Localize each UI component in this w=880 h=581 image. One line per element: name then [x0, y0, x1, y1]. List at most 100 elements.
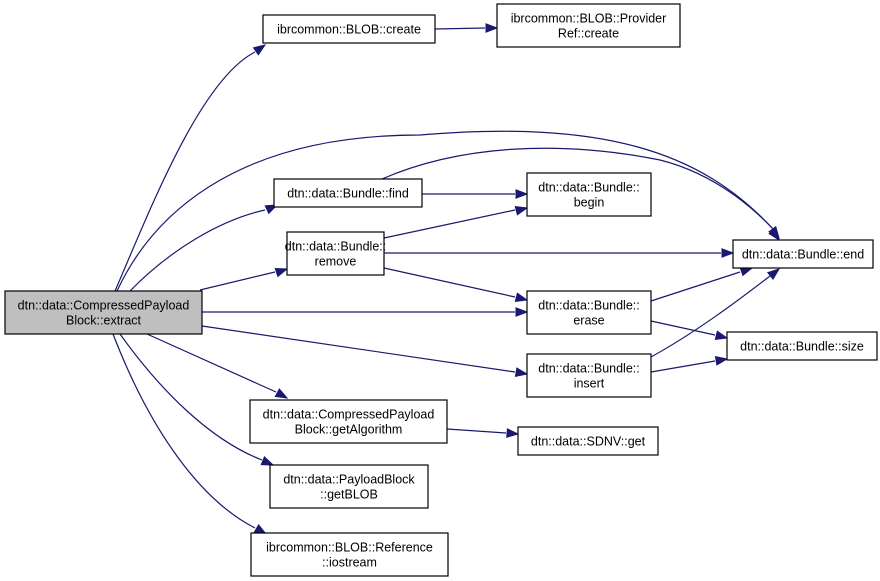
edge-getAlgorithm-to-sdnv_get — [446, 428, 520, 438]
node-label: dtn::data::CompressedPayload — [263, 408, 435, 422]
node-box[interactable] — [726, 331, 878, 361]
edge-line — [201, 325, 516, 373]
node-label: dtn::data::Bundle::size — [740, 340, 864, 354]
node-size[interactable]: dtn::data::Bundle::size — [726, 331, 878, 361]
edge-line — [112, 333, 256, 529]
node-box[interactable] — [286, 231, 385, 276]
edge-line — [650, 320, 716, 336]
node-label: dtn::data::Bundle::find — [287, 187, 409, 201]
arrowhead-icon — [274, 267, 289, 278]
node-label: ::getBLOB — [320, 488, 378, 502]
node-label: begin — [574, 196, 605, 210]
node-box[interactable] — [262, 14, 436, 44]
edge-remove-to-end — [384, 248, 735, 258]
node-box[interactable] — [526, 172, 652, 217]
node-label: ibrcommon::BLOB::Provider — [511, 12, 667, 26]
node-iostream[interactable]: ibrcommon::BLOB::Reference::iostream — [250, 532, 449, 577]
nodes-layer: dtn::data::CompressedPayloadBlock::extra… — [4, 3, 878, 577]
edge-line — [650, 271, 741, 302]
node-label: dtn::data::PayloadBlock — [283, 473, 415, 487]
edge-line — [114, 51, 256, 292]
node-getAlgorithm[interactable]: dtn::data::CompressedPayloadBlock::getAl… — [249, 399, 448, 444]
node-box[interactable] — [249, 399, 448, 444]
node-label: Ref::create — [558, 27, 619, 41]
edge-insert-to-size — [650, 356, 729, 373]
arrowhead-icon — [252, 44, 267, 56]
arrowhead-icon — [515, 307, 529, 317]
edge-line — [383, 209, 516, 239]
edge-extract-to-remove — [199, 267, 289, 291]
arrowhead-icon — [721, 248, 735, 258]
node-getBLOB[interactable]: dtn::data::PayloadBlock::getBLOB — [269, 464, 429, 509]
node-label: dtn::data::Bundle::end — [742, 248, 864, 262]
node-label: dtn::data::Bundle:: — [538, 181, 639, 195]
edge-line — [119, 333, 263, 461]
node-box[interactable] — [526, 353, 652, 398]
edge-line — [650, 360, 716, 373]
edge-line — [146, 333, 277, 393]
arrowhead-icon — [485, 23, 499, 33]
edges-layer — [112, 23, 781, 535]
edge-line — [199, 271, 276, 291]
edge-line — [434, 27, 486, 30]
edge-remove-to-erase — [383, 267, 529, 302]
node-box[interactable] — [526, 290, 652, 335]
node-label: Block::extract — [66, 314, 142, 328]
node-label: dtn::data::SDNV::get — [531, 435, 646, 449]
edge-extract-to-insert — [201, 325, 529, 377]
arrowhead-icon — [506, 428, 520, 438]
node-label: dtn::data::Bundle:: — [538, 362, 639, 376]
node-label: ::iostream — [322, 556, 377, 570]
node-label: dtn::data::CompressedPayload — [18, 299, 190, 313]
node-remove[interactable]: dtn::data::Bundle::remove — [285, 231, 386, 276]
node-erase[interactable]: dtn::data::Bundle::erase — [526, 290, 652, 335]
edge-extract-to-getBLOB — [119, 333, 275, 466]
arrowhead-icon — [514, 292, 529, 302]
edge-line — [129, 209, 266, 292]
edge-line — [116, 130, 773, 292]
edge-line — [381, 147, 776, 232]
arrowhead-icon — [260, 456, 275, 466]
node-box[interactable] — [4, 290, 203, 335]
arrowhead-icon — [514, 206, 529, 216]
node-label: ibrcommon::BLOB::create — [277, 23, 421, 37]
node-label: ibrcommon::BLOB::Reference — [266, 541, 433, 555]
node-label: erase — [573, 314, 604, 328]
node-box[interactable] — [273, 178, 423, 208]
arrowhead-icon — [766, 268, 781, 281]
node-find[interactable]: dtn::data::Bundle::find — [273, 178, 423, 208]
node-end[interactable]: dtn::data::Bundle::end — [732, 239, 874, 269]
arrowhead-icon — [514, 367, 529, 377]
node-label: remove — [315, 255, 357, 269]
node-insert[interactable]: dtn::data::Bundle::insert — [526, 353, 652, 398]
edge-remove-to-begin — [383, 206, 529, 239]
arrowhead-icon — [515, 189, 529, 199]
arrowhead-icon — [768, 227, 780, 242]
node-sdnv_get[interactable]: dtn::data::SDNV::get — [517, 426, 659, 456]
node-blob_create[interactable]: ibrcommon::BLOB::create — [262, 14, 436, 44]
edge-erase-to-size — [650, 320, 729, 340]
edge-extract-to-blob_create — [114, 44, 267, 292]
node-box[interactable] — [250, 532, 449, 577]
edge-insert-to-end — [650, 268, 781, 358]
node-label: dtn::data::Bundle:: — [538, 299, 639, 313]
node-extract[interactable]: dtn::data::CompressedPayloadBlock::extra… — [4, 290, 203, 335]
node-label: dtn::data::Bundle:: — [285, 240, 386, 254]
node-label: insert — [574, 377, 605, 391]
node-box[interactable] — [496, 3, 681, 48]
edge-extract-to-getAlgorithm — [146, 333, 289, 399]
node-label: Block::getAlgorithm — [295, 423, 403, 437]
edge-erase-to-end — [650, 266, 754, 302]
edge-line — [446, 428, 507, 434]
node-begin[interactable]: dtn::data::Bundle::begin — [526, 172, 652, 217]
edge-extract-to-find — [129, 204, 279, 292]
edge-find-to-end — [381, 147, 780, 242]
node-box[interactable] — [517, 426, 659, 456]
arrowhead-icon — [739, 266, 754, 277]
edge-extract-to-erase — [202, 307, 529, 317]
edge-find-to-begin — [422, 189, 529, 199]
node-box[interactable] — [269, 464, 429, 509]
node-box[interactable] — [732, 239, 874, 269]
